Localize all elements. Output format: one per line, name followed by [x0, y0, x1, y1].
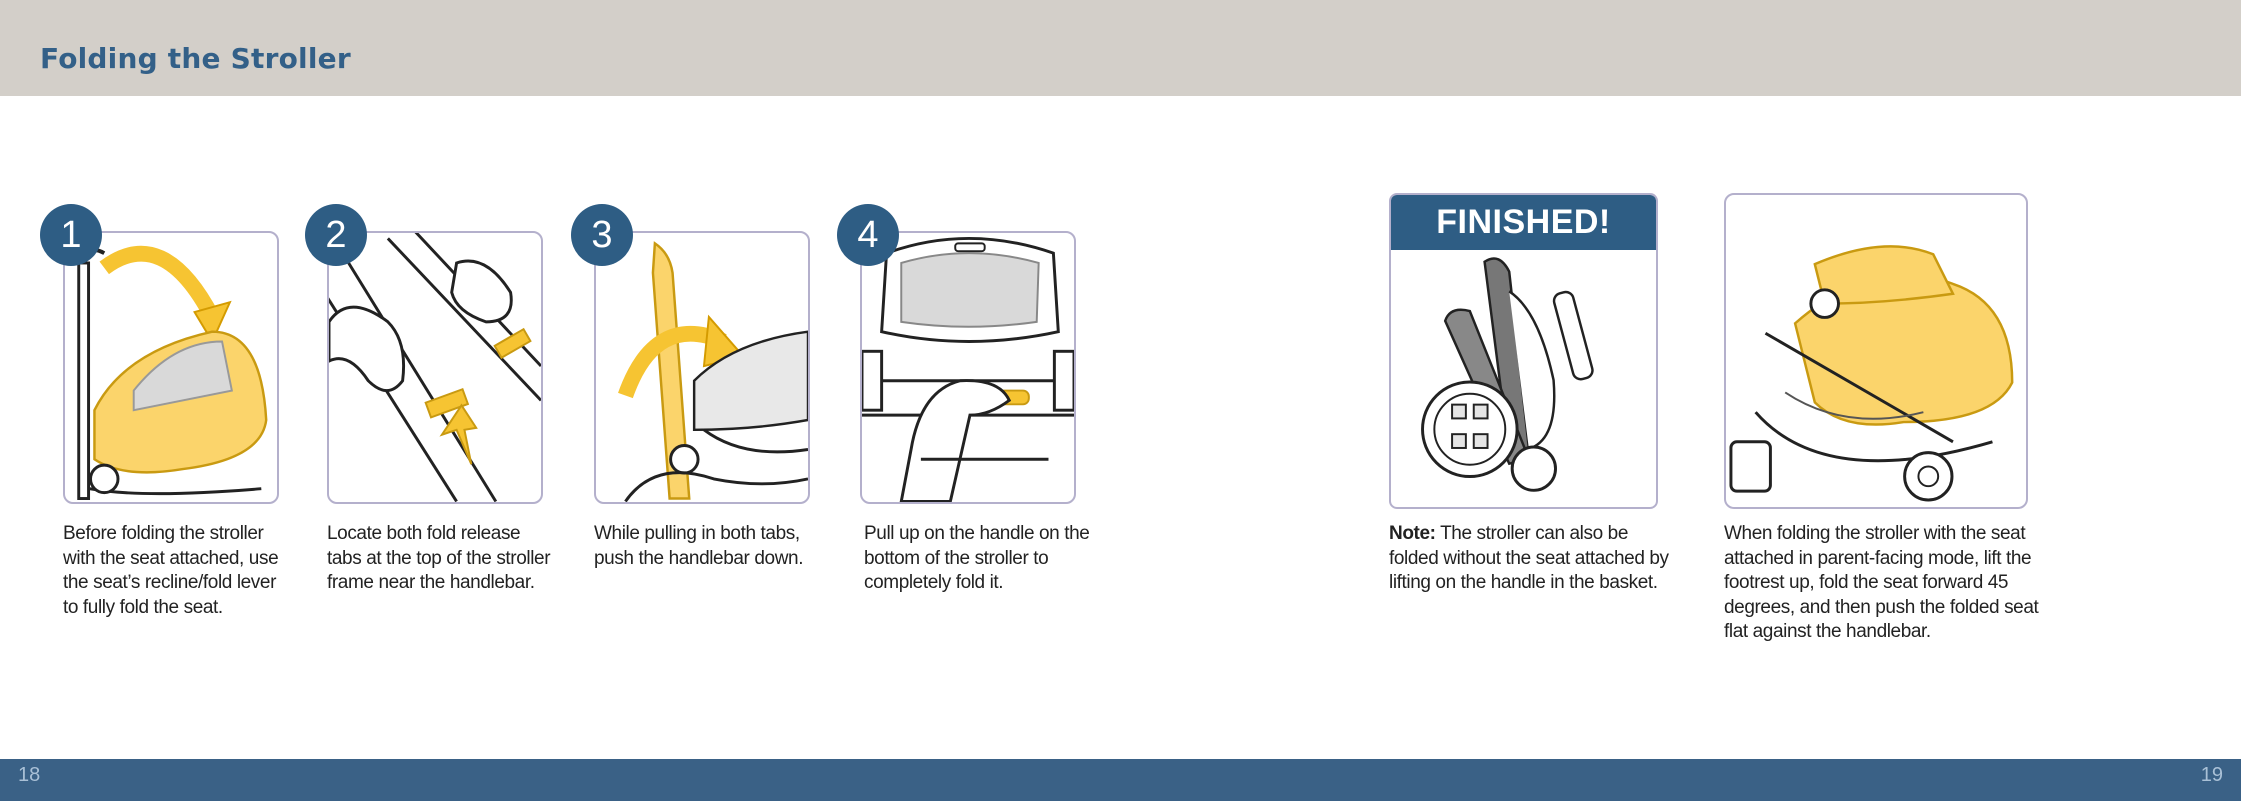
stroller-seat-fold-illustration	[77, 245, 268, 500]
stroller-with-seat-folded-illustration	[1729, 245, 2014, 502]
page-number-right: 19	[2200, 764, 2223, 786]
step-1-caption: Before folding the stroller with the sea…	[63, 523, 279, 618]
note-text: The stroller can also be folded without …	[1389, 523, 1669, 593]
page-footer	[0, 759, 2241, 801]
step-number-badge: 1	[40, 204, 102, 266]
step-2-illustration	[327, 231, 543, 504]
step-number-badge: 4	[837, 204, 899, 266]
folded-stroller-illustration	[1421, 257, 1594, 492]
fold-release-tabs-illustration	[329, 233, 541, 502]
step-4-caption: Pull up on the handle on the bottom of t…	[864, 523, 1090, 593]
push-handlebar-down-illustration	[618, 241, 808, 502]
step-1-illustration	[63, 231, 279, 504]
step-3-illustration	[594, 231, 810, 504]
step-number-badge: 2	[305, 204, 367, 266]
step-3-caption: While pulling in both tabs, push the han…	[594, 523, 804, 569]
pull-bottom-handle-illustration	[862, 236, 1074, 502]
finished-illustration: FINISHED!	[1389, 193, 1658, 509]
finished-note: Note: The stroller can also be folded wi…	[1389, 522, 1674, 596]
seat-attached-fold-illustration	[1724, 193, 2028, 509]
step-4-illustration	[860, 231, 1076, 504]
seat-attached-caption: When folding the stroller with the seat …	[1724, 523, 2039, 642]
page-header	[0, 0, 2241, 96]
page-title: Folding the Stroller	[40, 42, 351, 75]
note-label: Note:	[1389, 523, 1436, 544]
page-number-left: 18	[18, 764, 41, 786]
step-2-caption: Locate both fold release tabs at the top…	[327, 523, 551, 593]
finished-banner: FINISHED!	[1391, 195, 1656, 250]
step-number-badge: 3	[571, 204, 633, 266]
